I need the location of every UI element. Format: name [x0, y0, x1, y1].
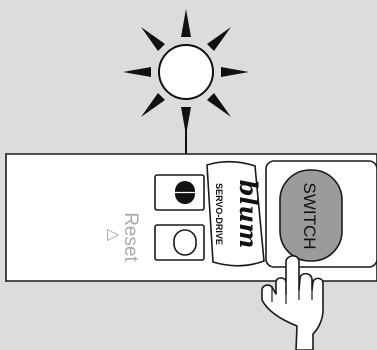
reset-button[interactable] [173, 229, 197, 256]
sun-icon [123, 9, 249, 135]
brand-logo: blum [234, 180, 263, 249]
status-led-icon [175, 181, 195, 204]
reset-symbol: △ [105, 229, 122, 242]
model-group: SERVO-DRIVE [214, 183, 224, 245]
reset-symbol-group: △ [105, 229, 122, 242]
reset-label: Reset [120, 212, 141, 262]
model-label: SERVO-DRIVE [214, 183, 224, 245]
pointing-hand-icon [261, 255, 324, 350]
reset-label-group: Reset [120, 212, 141, 262]
switch-button[interactable] [279, 169, 343, 262]
brand-group: blum [234, 180, 263, 249]
switch-label: SWITCH [300, 182, 319, 249]
brand-plate [206, 160, 265, 267]
switch-label-group: SWITCH [300, 182, 319, 249]
